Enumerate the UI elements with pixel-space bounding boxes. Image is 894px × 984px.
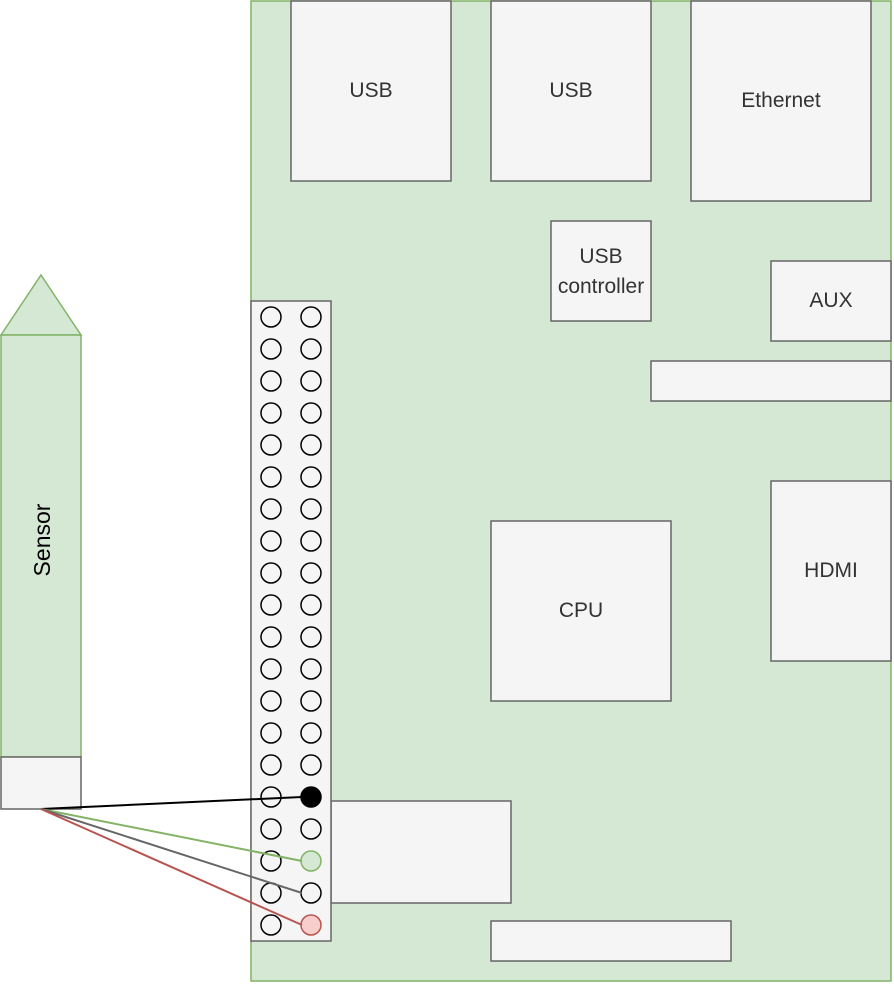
gpio-pin: [260, 562, 282, 584]
gpio-pin: [260, 818, 282, 840]
gpio-pin: [260, 626, 282, 648]
wires: [40, 796, 303, 926]
sensor-connector: [0, 756, 82, 810]
gpio-header: [250, 300, 332, 942]
cpu-label: CPU: [559, 599, 603, 622]
gpio-pin: [300, 754, 322, 776]
chip-block: [330, 800, 512, 904]
gpio-pin: [260, 338, 282, 360]
ethernet-port: Ethernet: [690, 0, 872, 202]
gpio-pin: [260, 498, 282, 520]
wire-gray: [40, 808, 303, 894]
sensor: Sensor: [0, 273, 83, 810]
gpio-pin: [260, 434, 282, 456]
gpio-pin: [260, 850, 282, 872]
gpio-pin: [260, 402, 282, 424]
gpio-pin: [300, 530, 322, 552]
usb-port-1-label: USB: [349, 79, 392, 102]
gpio-pin: [260, 722, 282, 744]
gpio-pin: [260, 306, 282, 328]
gpio-pin: [300, 402, 322, 424]
gpio-pin: [300, 338, 322, 360]
gpio-pin: [260, 370, 282, 392]
cpu: CPU: [490, 520, 672, 702]
wire-green: [40, 808, 303, 862]
hdmi-port-label: HDMI: [804, 559, 858, 582]
display-connector: [650, 360, 892, 402]
gpio-pin: [300, 306, 322, 328]
gpio-pin: [260, 754, 282, 776]
gpio-pin: [300, 818, 322, 840]
gpio-pin: [260, 658, 282, 680]
gpio-pin: [260, 466, 282, 488]
usb-port-1: USB: [290, 0, 452, 182]
usb-controller-label-line-1: USB: [579, 245, 622, 268]
aux-port: AUX: [770, 260, 892, 342]
gpio-pin: [300, 850, 322, 872]
gpio-pin: [300, 690, 322, 712]
gpio-pin: [260, 530, 282, 552]
gpio-pin: [300, 370, 322, 392]
gpio-pin: [300, 562, 322, 584]
gpio-header-body: [250, 300, 332, 942]
gpio-pin: [300, 594, 322, 616]
usb-port-2: USB: [490, 0, 652, 182]
gpio-pin: [300, 626, 322, 648]
gpio-pin: [300, 466, 322, 488]
gpio-pin: [300, 786, 322, 808]
sensor-tip: [0, 273, 83, 336]
aux-port-label: AUX: [809, 289, 852, 312]
gpio-pin: [300, 498, 322, 520]
gpio-pin: [260, 690, 282, 712]
camera-connector: [490, 920, 732, 962]
gpio-pin: [300, 722, 322, 744]
usb-port-2-label: USB: [549, 79, 592, 102]
gpio-pin: [260, 914, 282, 936]
usb-controller: USB controller: [550, 220, 652, 322]
gpio-pin: [260, 594, 282, 616]
sensor-body: [0, 334, 82, 758]
hdmi-port: HDMI: [770, 480, 892, 662]
gpio-pin: [300, 914, 322, 936]
ethernet-port-label: Ethernet: [741, 89, 821, 112]
sensor-label: Sensor: [29, 503, 55, 576]
gpio-pin: [300, 434, 322, 456]
wire-black: [40, 796, 303, 810]
usb-controller-label-line-2: controller: [558, 275, 644, 298]
wire-red: [40, 808, 303, 926]
gpio-pin: [300, 658, 322, 680]
